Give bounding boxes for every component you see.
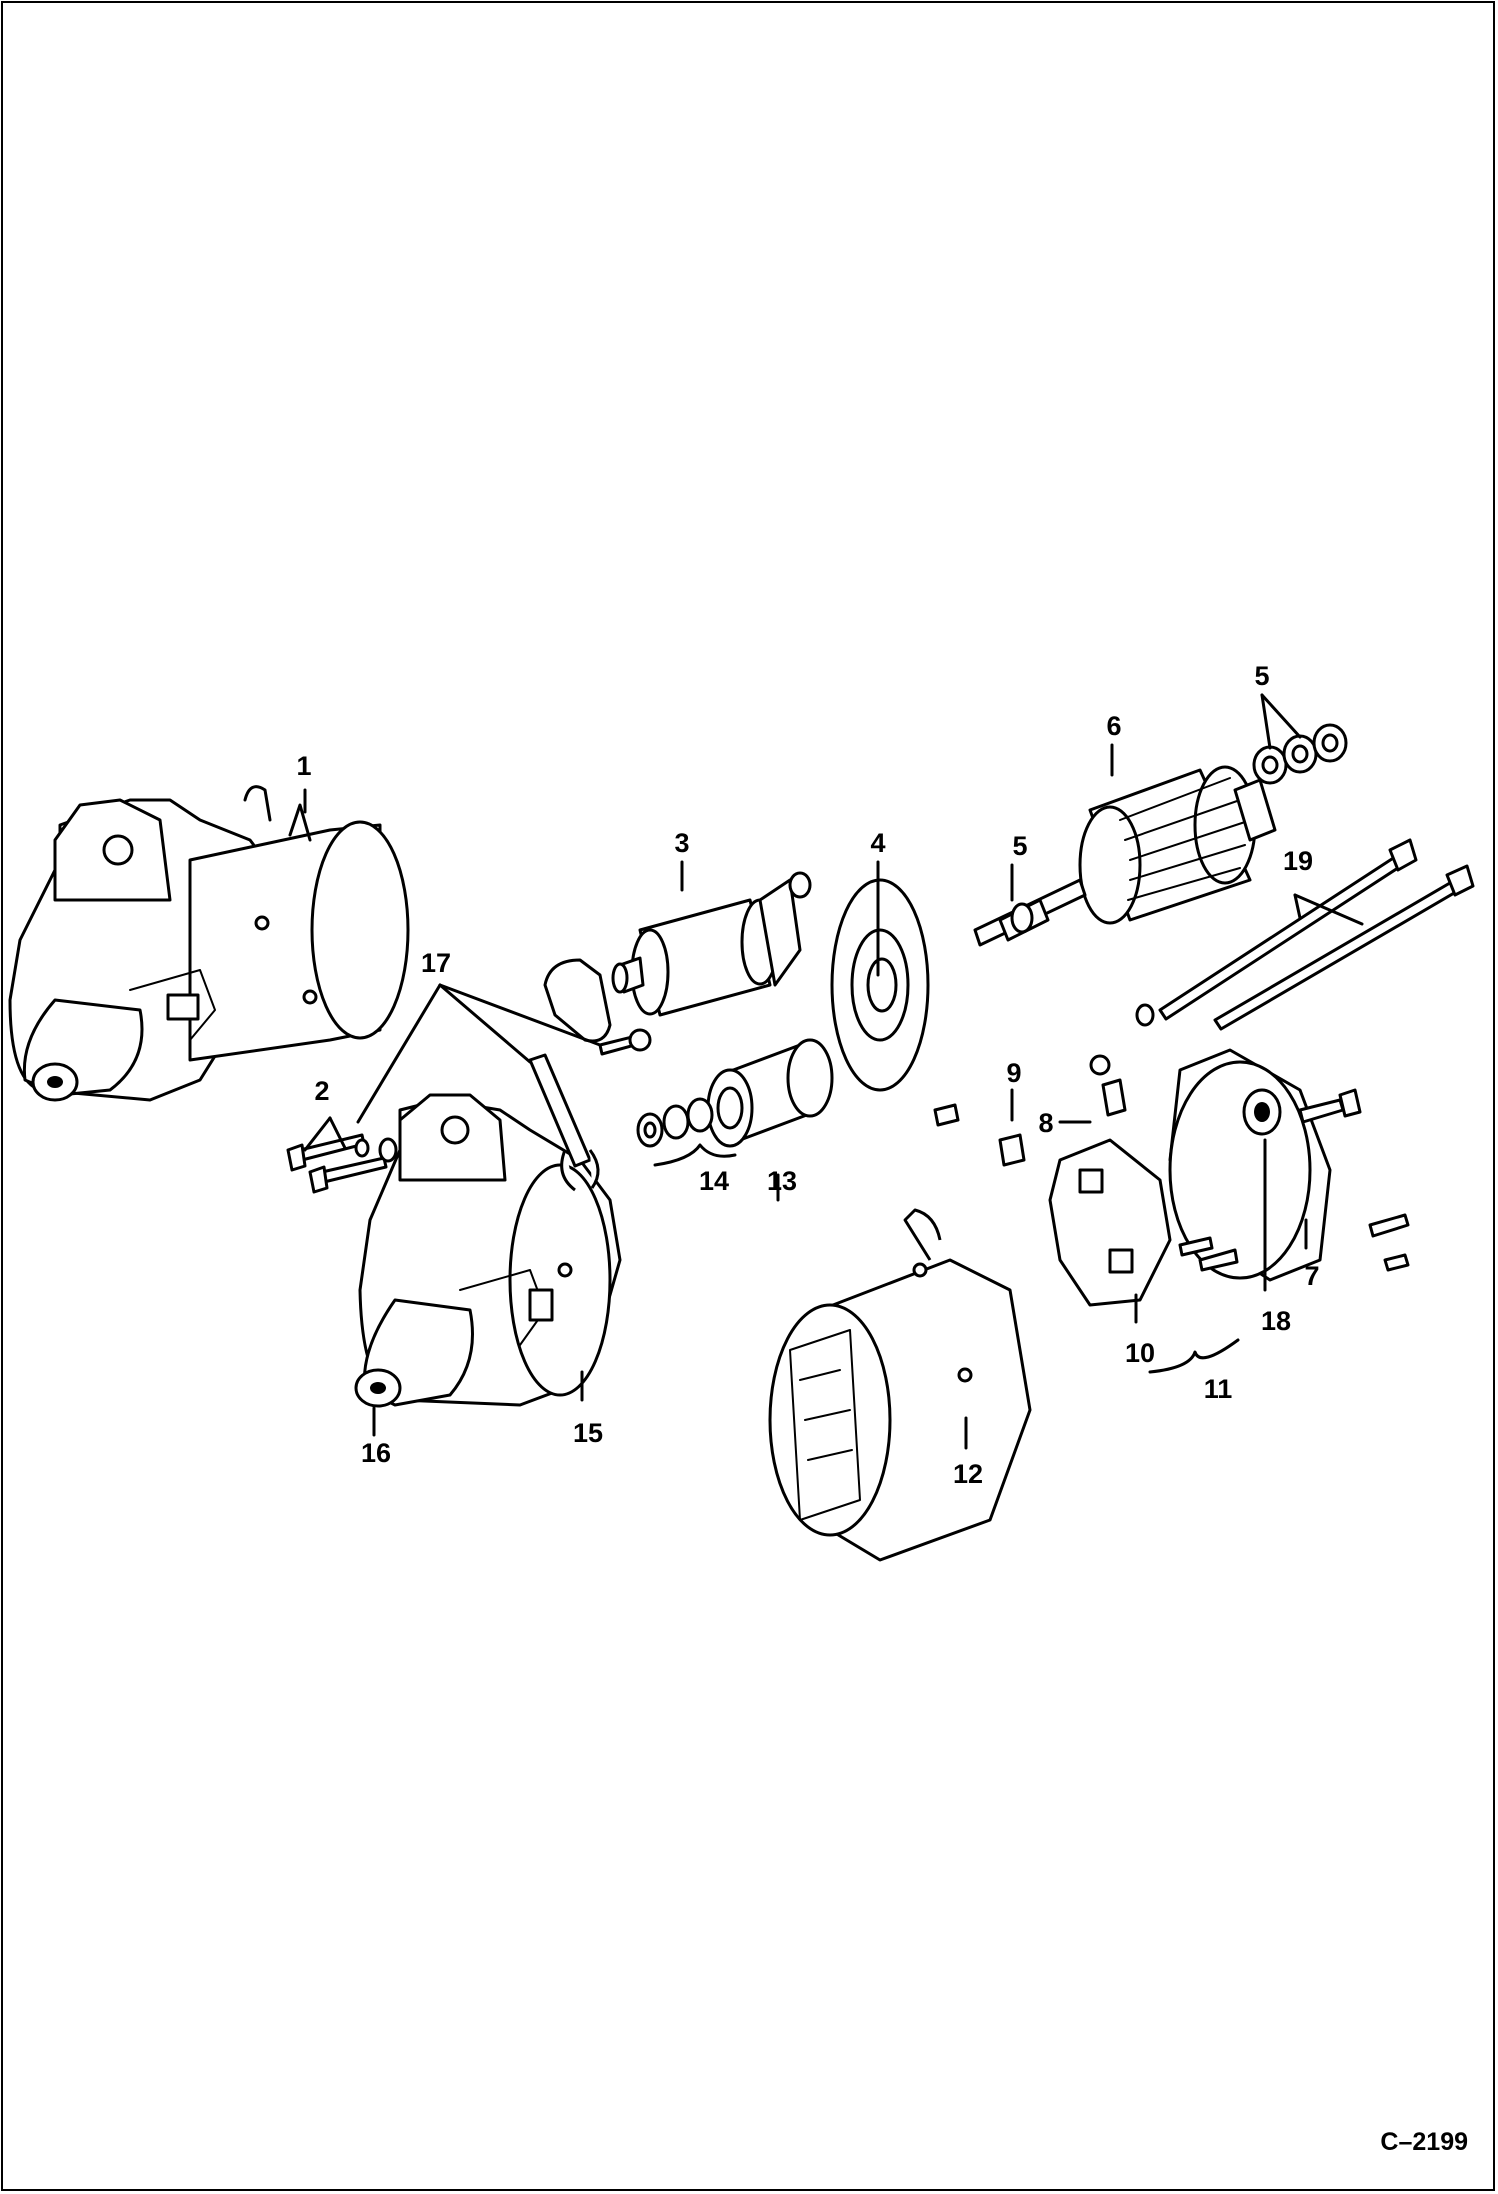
figure-code: C–2199: [1380, 2128, 1468, 2156]
callout-18: 18: [1261, 1306, 1291, 1336]
part-shift-lever: [354, 1028, 652, 1192]
part-assembled-starter: [8, 785, 410, 1102]
callout-10: 10: [1125, 1338, 1155, 1368]
leader-lines: [303, 693, 1364, 1450]
part-washers: [1252, 723, 1348, 785]
callout-16: 16: [361, 1438, 391, 1468]
callout-5-lower: 5: [1012, 831, 1027, 861]
part-center-plate: [830, 878, 930, 1092]
callout-2: 2: [314, 1076, 329, 1106]
part-yoke: [768, 1208, 1032, 1562]
callout-9: 9: [1006, 1058, 1021, 1088]
callout-7: 7: [1304, 1261, 1319, 1291]
callout-labels: 1 2 3 4 5 5 6 7 8 9 10 11 12 13 14 15 16…: [296, 661, 1319, 1489]
part-end-frame: [1168, 1048, 1410, 1282]
callout-1: 1: [296, 751, 311, 781]
part-through-bolts: [1135, 838, 1475, 1031]
part-drive-housing: [354, 1093, 622, 1408]
callout-4: 4: [870, 828, 885, 858]
callout-8: 8: [1038, 1108, 1053, 1138]
callout-17: 17: [421, 948, 451, 978]
part-pinion-clutch: [636, 1038, 834, 1148]
callout-3: 3: [674, 828, 689, 858]
callout-12: 12: [953, 1459, 983, 1489]
callout-11: 11: [1204, 1374, 1233, 1404]
part-brush-holder: [933, 1054, 1239, 1307]
part-armature: [973, 765, 1277, 947]
callout-14: 14: [699, 1166, 729, 1196]
callout-13: 13: [767, 1166, 797, 1196]
callout-15: 15: [573, 1418, 603, 1448]
callout-6: 6: [1106, 711, 1121, 741]
part-solenoid: [543, 871, 812, 1043]
callout-19: 19: [1283, 846, 1313, 876]
callout-5-upper: 5: [1254, 661, 1269, 691]
